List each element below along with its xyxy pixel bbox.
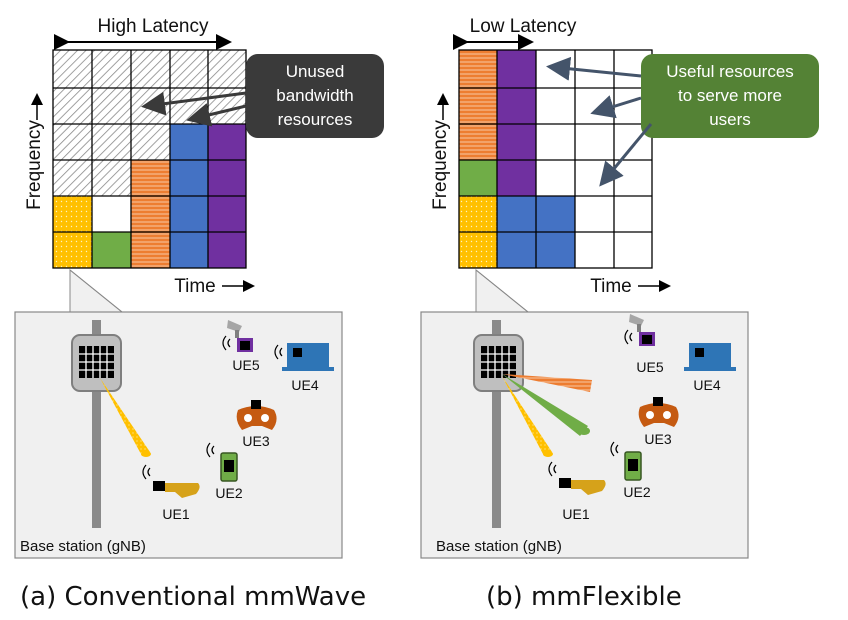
ue5-block — [497, 50, 536, 88]
resource-grid — [52, 49, 247, 269]
frequency-label: Frequency — [430, 120, 451, 210]
ue4-label: UE4 — [693, 377, 720, 393]
callout-arrow — [141, 91, 247, 116]
callout-arrow — [590, 95, 642, 119]
base-station-label: Base station (gNB) — [20, 538, 146, 555]
ue1-block — [53, 196, 92, 232]
ue2-icon — [610, 441, 642, 481]
ue2-block — [459, 160, 497, 196]
ue2-label: UE2 — [215, 485, 242, 501]
ue1-label: UE1 — [562, 506, 589, 522]
ue3-label: UE3 — [644, 431, 671, 447]
callout-arrow — [599, 123, 653, 187]
ue3-block — [131, 160, 170, 196]
ue1-icon — [548, 461, 606, 495]
beam — [100, 378, 150, 456]
callout-box — [641, 54, 819, 138]
ue5-icon — [222, 320, 253, 352]
base-station-pole — [492, 320, 501, 528]
time-label: Time — [174, 276, 216, 297]
ue5-label: UE5 — [232, 357, 259, 373]
ue3-icon — [638, 397, 679, 427]
ue3-icon — [236, 400, 277, 430]
panel-conventional: High Latency — [14, 16, 384, 612]
latency-label: High Latency — [98, 16, 209, 37]
ue1-icon — [142, 464, 200, 498]
base-station-label: Base station (gNB) — [436, 538, 562, 555]
ue3-block — [459, 50, 497, 88]
ue2-block — [92, 232, 131, 268]
ue1-label: UE1 — [162, 506, 189, 522]
ue2-icon — [206, 442, 238, 482]
callout-line: users — [709, 110, 751, 129]
panel-mmflexible: Low Latency — [420, 16, 819, 612]
callout-line: Useful resources — [666, 62, 794, 81]
frequency-label: Frequency — [24, 120, 45, 210]
callout-line: Unused — [286, 62, 345, 81]
ue5-icon — [624, 314, 655, 346]
callout-arrow — [546, 56, 642, 81]
time-label: Time — [590, 276, 632, 297]
callout-line: to serve more — [678, 86, 782, 105]
caption: (a) Conventional mmWave — [20, 582, 366, 612]
ue2-label: UE2 — [623, 484, 650, 500]
ue3-label: UE3 — [242, 433, 269, 449]
beam — [502, 376, 552, 456]
ue4-block — [170, 124, 208, 160]
latency-label: Low Latency — [470, 16, 577, 37]
ue1-block — [459, 196, 497, 232]
callout-box — [246, 54, 384, 138]
callout-line: bandwidth — [276, 86, 354, 105]
ue5-label: UE5 — [636, 359, 663, 375]
ue4-block — [497, 196, 536, 232]
beam — [502, 374, 592, 392]
beam — [502, 374, 588, 436]
ue4-icon — [684, 343, 736, 371]
callout-arrow — [186, 103, 247, 127]
callout-line: resources — [278, 110, 353, 129]
caption: (b) mmFlexible — [486, 582, 682, 612]
resource-grid — [458, 49, 653, 269]
ue4-icon — [274, 343, 334, 371]
ue5-block — [208, 124, 246, 160]
base-station-pole — [92, 320, 101, 528]
ue4-label: UE4 — [291, 377, 318, 393]
